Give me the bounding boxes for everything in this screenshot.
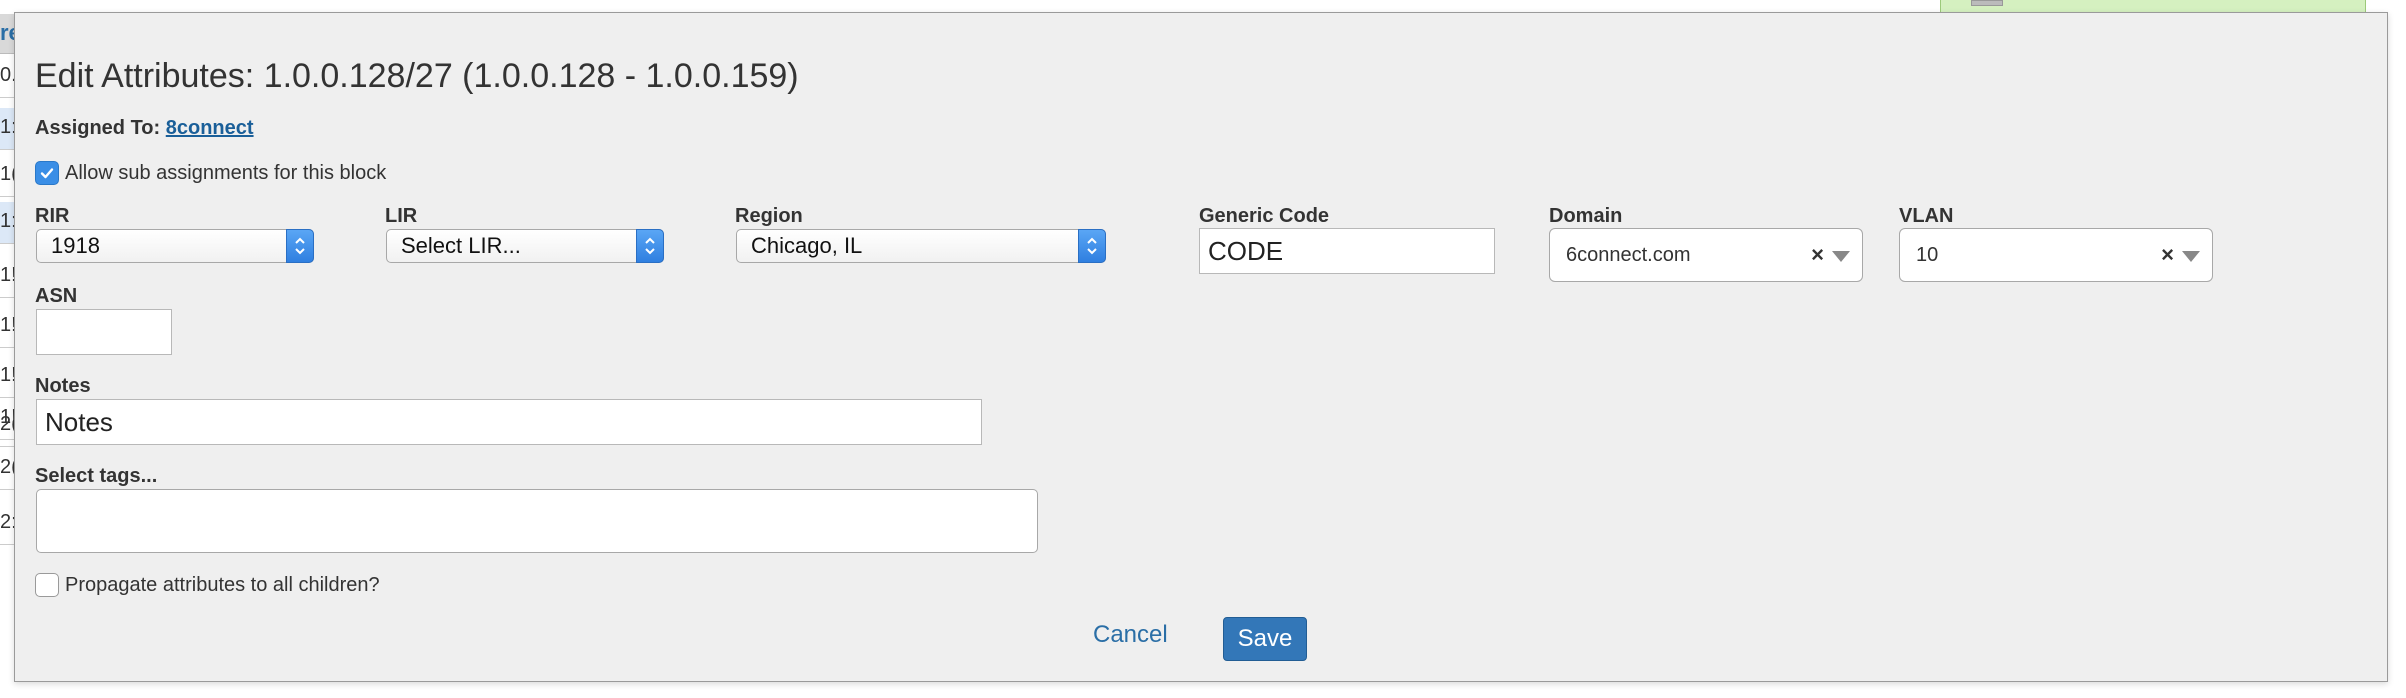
tags-label: Select tags... <box>35 465 158 487</box>
checkmark-icon <box>40 168 54 179</box>
background-table-row: 2( <box>0 405 14 447</box>
background-table-row: 1( <box>0 155 14 197</box>
edit-attributes-dialog: Edit Attributes: 1.0.0.128/27 (1.0.0.128… <box>14 12 2388 682</box>
vlan-select[interactable]: 10 × <box>1899 228 2213 282</box>
background-table-row: 1: <box>0 202 14 244</box>
assigned-to: Assigned To: 8connect <box>35 117 254 140</box>
background-table-row: 1! <box>0 306 14 348</box>
background-panel-icon <box>1971 0 2003 6</box>
asn-label: ASN <box>35 285 78 307</box>
background-table-header: re <box>0 14 14 54</box>
region-select[interactable]: Chicago, IL <box>736 229 1106 263</box>
background-table-row: 1: <box>0 108 14 150</box>
domain-select-value: 6connect.com <box>1566 244 1691 266</box>
lir-label: LIR <box>385 205 418 227</box>
propagate-checkbox[interactable] <box>35 573 59 597</box>
caret-down-icon[interactable] <box>2182 251 2200 262</box>
domain-select[interactable]: 6connect.com × <box>1549 228 1863 282</box>
select-arrows-icon <box>1078 229 1106 263</box>
background-table-row: 2( <box>0 448 14 490</box>
rir-label: RIR <box>35 205 70 227</box>
background-table-row: 1! <box>0 256 14 298</box>
select-arrows-icon <box>286 229 314 263</box>
vlan-label: VLAN <box>1899 205 1954 227</box>
clear-icon[interactable]: × <box>1811 242 1824 267</box>
lir-select[interactable]: Select LIR... <box>386 229 664 263</box>
save-button[interactable]: Save <box>1223 617 1307 661</box>
tags-input[interactable] <box>36 489 1038 553</box>
region-label: Region <box>735 205 803 227</box>
propagate-row[interactable]: Propagate attributes to all children? <box>35 573 380 597</box>
background-panel <box>1940 0 2366 14</box>
notes-input[interactable]: Notes <box>36 399 982 445</box>
propagate-label: Propagate attributes to all children? <box>65 573 380 596</box>
allow-sub-assignments-checkbox[interactable] <box>35 161 59 185</box>
allow-sub-assignments-label: Allow sub assignments for this block <box>65 161 387 184</box>
background-table-row: 0. <box>0 56 14 98</box>
assigned-to-link[interactable]: 8connect <box>165 117 254 139</box>
clear-icon[interactable]: × <box>2161 242 2174 267</box>
generic-code-label: Generic Code <box>1199 205 1330 227</box>
generic-code-input[interactable]: CODE <box>1199 228 1495 274</box>
allow-sub-assignments-row[interactable]: Allow sub assignments for this block <box>35 161 386 185</box>
asn-input[interactable] <box>36 309 172 355</box>
background-table: re 0. 1: 1( 1: 1! 1! 1! 1! 2( 2( 2: <box>0 0 14 698</box>
assigned-to-label: Assigned To: <box>35 117 161 139</box>
lir-select-value: Select LIR... <box>401 233 521 258</box>
dialog-title: Edit Attributes: 1.0.0.128/27 (1.0.0.128… <box>35 57 799 95</box>
background-table-row: 1! <box>0 356 14 398</box>
notes-label: Notes <box>35 375 91 397</box>
background-table-row: 2: <box>0 503 14 545</box>
background-table-row: 1! <box>0 398 14 440</box>
cancel-button[interactable]: Cancel <box>1093 621 1168 648</box>
select-arrows-icon <box>636 229 664 263</box>
domain-label: Domain <box>1549 205 1623 227</box>
rir-select-value: 1918 <box>51 233 100 258</box>
caret-down-icon[interactable] <box>1832 251 1850 262</box>
vlan-select-value: 10 <box>1916 244 1939 266</box>
region-select-value: Chicago, IL <box>751 233 863 258</box>
rir-select[interactable]: 1918 <box>36 229 314 263</box>
